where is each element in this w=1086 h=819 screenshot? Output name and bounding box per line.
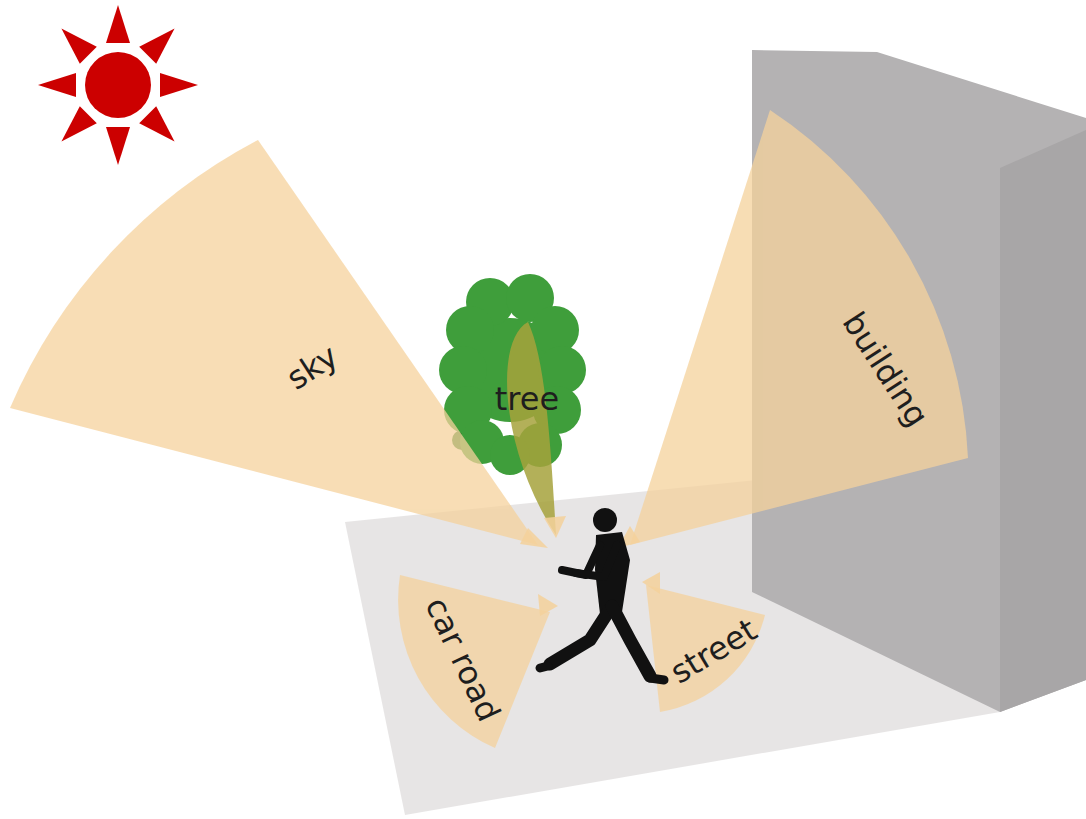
sun-ray: [38, 73, 76, 97]
car-road-sector: [398, 575, 550, 748]
sky-sector: [10, 140, 538, 545]
sun-ray: [139, 106, 174, 141]
sun-ray: [106, 127, 130, 165]
street-sector: [646, 585, 765, 712]
tree-label: tree: [495, 382, 559, 417]
sun-symbol: [38, 5, 198, 165]
building-sector: [630, 110, 968, 545]
sun-ray: [106, 5, 130, 43]
sun-ray: [139, 28, 174, 63]
arrowheads: [520, 516, 660, 616]
sun-ray: [160, 73, 198, 97]
building-side: [1000, 130, 1086, 712]
pedestrian-figure: [540, 508, 664, 680]
sector-node: tree: [495, 382, 559, 417]
sun-ray: [61, 106, 96, 141]
tree-sector: [507, 322, 556, 535]
sun-ray: [61, 28, 96, 63]
sun-disc: [85, 52, 151, 118]
